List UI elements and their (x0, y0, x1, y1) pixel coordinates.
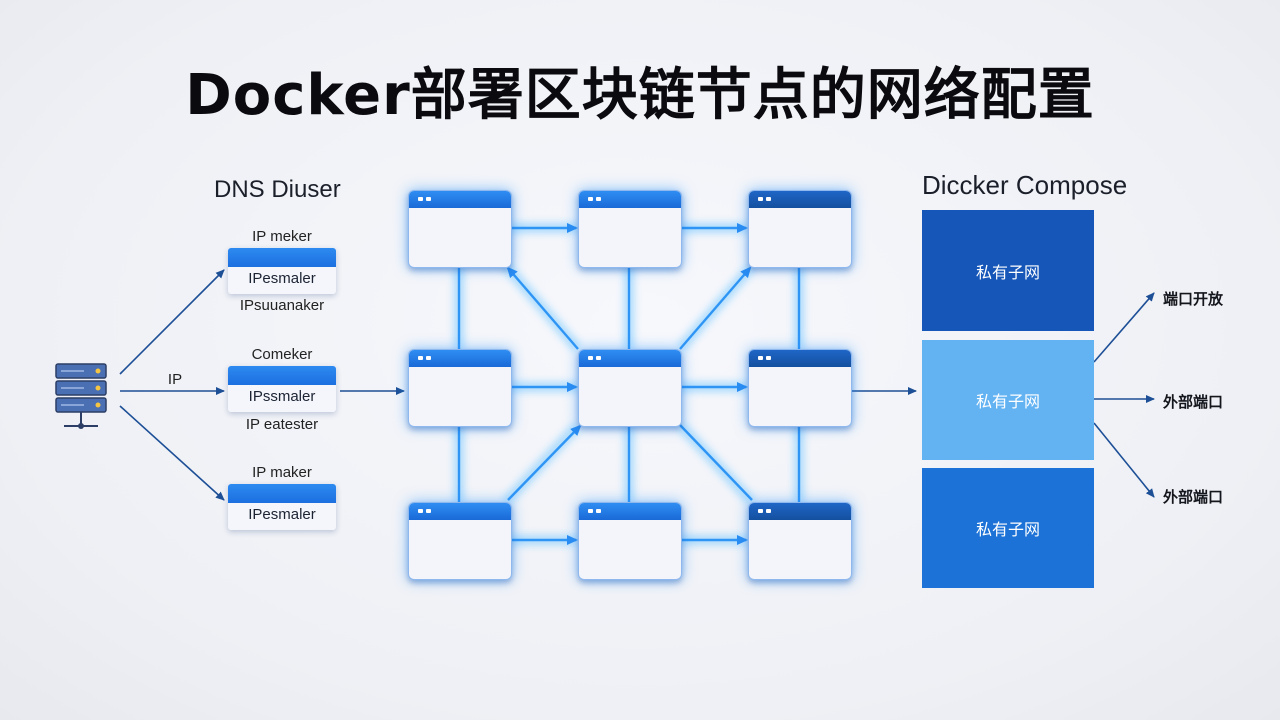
node-titlebar (579, 350, 681, 367)
container-node-r1c3[interactable] (748, 190, 852, 268)
dns-label-above-2: Comeker (251, 346, 313, 363)
subnet-label: 私有子网 (975, 392, 1040, 411)
subnet-label: 私有子网 (975, 520, 1040, 539)
node-titlebar (409, 191, 511, 208)
port-label-external-2: 外部端口 (1163, 488, 1224, 506)
node-titlebar (579, 191, 681, 208)
server-rack-icon (55, 363, 107, 429)
dns-card-band (228, 366, 336, 385)
grid-wires (457, 223, 801, 545)
dns-card-2: IPssmaler (228, 366, 336, 412)
dns-card-band (228, 248, 336, 267)
subnet-label: 私有子网 (975, 262, 1040, 282)
container-node-r2c2[interactable] (578, 349, 682, 427)
node-titlebar (749, 350, 851, 367)
port-label-external-1: 外部端口 (1163, 393, 1224, 411)
node-titlebar (749, 503, 851, 520)
compose-section-title: Diccker Compose (922, 170, 1128, 200)
dns-arrow-top (119, 269, 225, 375)
port-arrow-top (1093, 292, 1155, 363)
dns-arrow-bottom (119, 405, 225, 501)
dns-card-label: IPssmaler (248, 388, 316, 405)
node-titlebar (579, 503, 681, 520)
private-subnet-2[interactable]: 私有子网 (922, 340, 1094, 460)
node-titlebar (409, 503, 511, 520)
port-label-open: 端口开放 (1163, 290, 1224, 308)
dns-label-above-3: IP maker (252, 464, 312, 481)
dns-card-band (228, 484, 336, 503)
dns-card-label: IPesmaler (248, 506, 316, 523)
dns-label-below-1: IPsuuanaker (239, 297, 325, 314)
node-titlebar (749, 191, 851, 208)
container-node-r3c3[interactable] (748, 502, 852, 580)
container-node-r2c1[interactable] (408, 349, 512, 427)
container-node-r1c2[interactable] (578, 190, 682, 268)
dns-label-above-1: IP meker (252, 228, 312, 245)
container-node-r3c2[interactable] (578, 502, 682, 580)
container-node-r1c1[interactable] (408, 190, 512, 268)
page-title: Docker部署区块链节点的网络配置 (185, 63, 1095, 128)
dns-card-1: IPesmaler (228, 248, 336, 294)
dns-label-below-2: IP eatester (245, 416, 319, 433)
dns-card-3: IPesmaler (228, 484, 336, 530)
container-node-r3c1[interactable] (408, 502, 512, 580)
ip-label: IP (167, 371, 183, 388)
private-subnet-1[interactable]: 私有子网 (922, 210, 1094, 331)
port-arrow-bottom (1093, 422, 1155, 498)
container-node-r2c3[interactable] (748, 349, 852, 427)
dns-card-label: IPesmaler (248, 270, 316, 287)
dns-section-title: DNS Diuser (214, 176, 341, 203)
dns-arrows (119, 269, 1155, 501)
private-subnet-3[interactable]: 私有子网 (922, 468, 1094, 588)
node-titlebar (409, 350, 511, 367)
